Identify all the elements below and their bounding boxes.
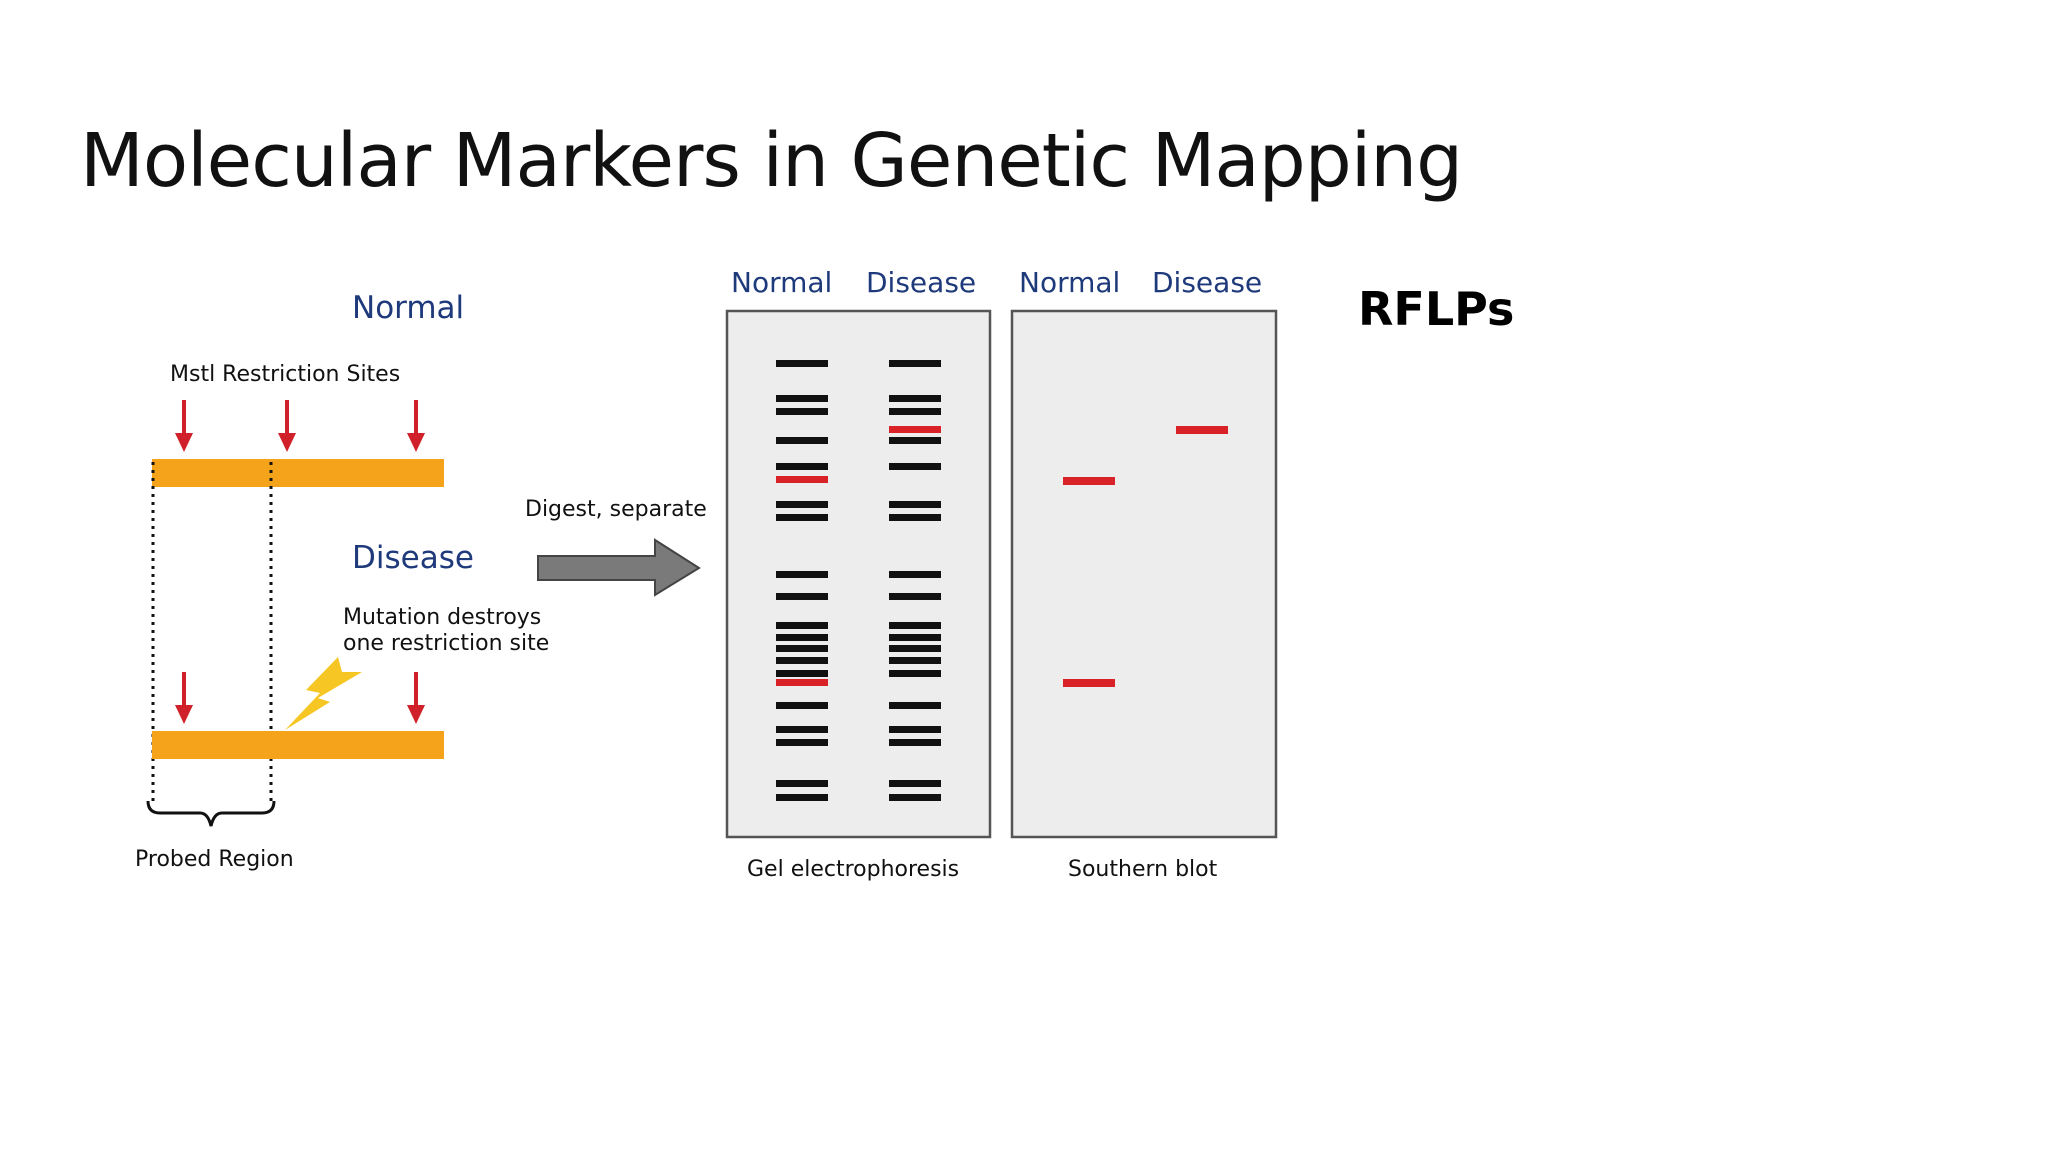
restriction-arrow-4: [175, 672, 193, 724]
gel-band-normal-probed-2: [776, 679, 828, 686]
normal-dna-bar: [152, 459, 444, 487]
gel-band-disease-1: [889, 360, 941, 367]
mutation-note-line2: one restriction site: [343, 631, 549, 656]
gel-band-normal-18: [776, 780, 828, 787]
gel-band-disease-9: [889, 593, 941, 600]
gel-band-disease-17: [889, 739, 941, 746]
lightning-icon: [285, 657, 362, 730]
gel-band-normal-probed-1: [776, 476, 828, 483]
gel-band-normal-11: [776, 634, 828, 641]
gel-band-normal-17: [776, 739, 828, 746]
restriction-arrow-3: [407, 400, 425, 452]
gel-band-normal-13: [776, 657, 828, 664]
restriction-arrow-2: [278, 400, 296, 452]
gel-band-disease-10: [889, 622, 941, 629]
gel-band-disease-13: [889, 657, 941, 664]
blot-col-disease: Disease: [1152, 266, 1262, 299]
gel-band-disease-probed-1: [889, 426, 941, 433]
gel-band-disease-8: [889, 571, 941, 578]
restriction-arrow-1: [175, 400, 193, 452]
gel-band-normal-9: [776, 593, 828, 600]
gel-bands: [776, 360, 941, 801]
gel-band-disease-14: [889, 670, 941, 677]
gel-band-normal-4: [776, 437, 828, 444]
blot-band-normal-lower: [1063, 679, 1115, 687]
gel-caption: Gel electrophoresis: [747, 857, 959, 882]
gel-band-disease-2: [889, 395, 941, 402]
probed-region-label: Probed Region: [135, 847, 294, 872]
gel-band-disease-15: [889, 702, 941, 709]
blot-caption: Southern blot: [1068, 857, 1218, 882]
gel-band-disease-4: [889, 437, 941, 444]
gel-band-normal-6: [776, 501, 828, 508]
gel-band-normal-1: [776, 360, 828, 367]
gel-band-disease-5: [889, 463, 941, 470]
gel-band-disease-3: [889, 408, 941, 415]
gel-band-normal-15: [776, 702, 828, 709]
gel-band-normal-10: [776, 622, 828, 629]
normal-heading: Normal: [352, 290, 464, 326]
gel-band-disease-11: [889, 634, 941, 641]
gel-band-disease-18: [889, 780, 941, 787]
process-arrow-label: Digest, separate: [525, 497, 707, 522]
gel-band-normal-5: [776, 463, 828, 470]
restriction-sites-label: Mstl Restriction Sites: [170, 362, 400, 387]
gel-band-disease-7: [889, 514, 941, 521]
blot-col-normal: Normal: [1019, 266, 1120, 299]
gel-band-normal-8: [776, 571, 828, 578]
gel-band-normal-14: [776, 670, 828, 677]
gel-band-disease-6: [889, 501, 941, 508]
blot-band-disease: [1176, 426, 1228, 434]
gel-panel: [725, 309, 992, 839]
disease-dna-bar: [152, 731, 444, 759]
gel-band-normal-16: [776, 726, 828, 733]
disease-heading: Disease: [352, 540, 474, 576]
gel-band-normal-12: [776, 645, 828, 652]
gel-band-disease-16: [889, 726, 941, 733]
gel-band-disease-19: [889, 794, 941, 801]
gel-band-normal-19: [776, 794, 828, 801]
gel-col-normal: Normal: [731, 266, 832, 299]
gel-band-disease-12: [889, 645, 941, 652]
gel-band-normal-3: [776, 408, 828, 415]
gel-band-normal-7: [776, 514, 828, 521]
gel-col-disease: Disease: [866, 266, 976, 299]
blot-band-normal-upper: [1063, 477, 1115, 485]
slide-title: Molecular Markers in Genetic Mapping: [80, 118, 1463, 204]
blot-panel: [1010, 309, 1278, 839]
restriction-arrow-5: [407, 672, 425, 724]
probed-region-brace: [146, 800, 276, 827]
process-arrow: [537, 538, 701, 597]
gel-band-normal-2: [776, 395, 828, 402]
rflps-label: RFLPs: [1358, 282, 1515, 336]
mutation-note-line1: Mutation destroys: [343, 605, 541, 630]
